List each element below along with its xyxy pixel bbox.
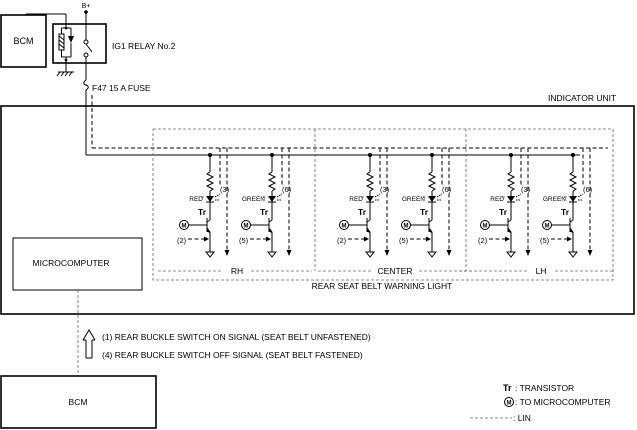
- microcomputer-label: MICROCOMPUTER: [33, 258, 110, 268]
- transistor-label: Tr: [420, 207, 429, 217]
- led-light-icon: [214, 193, 221, 198]
- led-symbol: [507, 196, 515, 202]
- signal-off-label: (4) REAR BUCKLE SWITCH OFF SIGNAL (SEAT …: [102, 350, 363, 360]
- resistor-symbol: [267, 171, 277, 192]
- legend-tr-text: : TRANSISTOR: [515, 383, 574, 393]
- signal-on-label: (1) REAR BUCKLE SWITCH ON SIGNAL (SEAT B…: [102, 332, 371, 342]
- warning-light-outline: [152, 128, 614, 281]
- led-symbol: [366, 196, 374, 202]
- microcomputer-icon-label: M: [244, 224, 249, 230]
- led-color-label: RED: [349, 196, 363, 203]
- ground-icon: [364, 251, 376, 258]
- warning-light-label: REAR SEAT BELT WARNING LIGHT: [312, 281, 453, 291]
- output-signal-label: (3): [220, 185, 230, 194]
- output-signal-label: (6): [583, 185, 593, 194]
- microcomputer-icon-label: M: [342, 224, 347, 230]
- microcomputer-icon-label: M: [182, 224, 187, 230]
- circuit-sections: RED TrM (2) (3) GREEN TrM (5) (6) RH RED TrM (2) (3)…: [158, 148, 613, 276]
- microcomputer-icon-label: M: [545, 224, 550, 230]
- output-signal-label: (3): [380, 185, 390, 194]
- transistor-label: Tr: [561, 207, 570, 217]
- led-color-label: RED: [189, 196, 203, 203]
- input-signal-label: (5): [540, 236, 550, 245]
- led-color-label: GREEN: [402, 196, 425, 203]
- legend-m-symbol: M: [507, 401, 512, 407]
- microcomputer-icon: [401, 220, 411, 230]
- ground-icon: [204, 251, 216, 258]
- output-signal-label: (3): [521, 185, 531, 194]
- bcm-top-box: [0, 14, 47, 68]
- indicator-unit-box: [0, 105, 635, 315]
- output-signal-label: (6): [442, 185, 452, 194]
- relay-box: [52, 23, 107, 64]
- legend-tr-symbol: Tr: [503, 383, 512, 393]
- microcomputer-icon-label: M: [483, 224, 488, 230]
- transistor-label: Tr: [358, 207, 367, 217]
- microcomputer-box: [12, 237, 143, 291]
- ground-symbol: [56, 71, 74, 77]
- legend-m-text: : TO MICROCOMPUTER: [515, 397, 611, 407]
- led-symbol: [206, 196, 214, 202]
- ground-icon: [567, 251, 579, 258]
- legend-m-icon: [504, 397, 514, 407]
- signal-arrow: [82, 329, 96, 359]
- fuse-symbol: [83, 66, 89, 91]
- input-signal-label: (2): [478, 236, 488, 245]
- resistor-symbol: [568, 171, 578, 192]
- resistor-symbol: [365, 171, 375, 192]
- ground-icon: [426, 251, 438, 258]
- section-label-center: CENTER: [378, 266, 413, 276]
- bcm-bottom-box: [0, 375, 157, 429]
- microcomputer-icon: [339, 220, 349, 230]
- led-color-label: GREEN: [543, 196, 566, 203]
- led-color-label: RED: [490, 196, 504, 203]
- led-symbol: [268, 196, 276, 202]
- microcomputer-icon: [179, 220, 189, 230]
- relay-switch: [83, 39, 93, 66]
- resistor-symbol: [205, 171, 215, 192]
- ground-icon: [505, 251, 517, 258]
- microcomputer-icon-label: M: [404, 224, 409, 230]
- led-light-icon: [436, 193, 443, 198]
- section-label-lh: LH: [536, 266, 547, 276]
- input-signal-label: (5): [399, 236, 409, 245]
- bcm-top-label: BCM: [14, 36, 34, 46]
- indicator-unit-label: INDICATOR UNIT: [548, 93, 616, 103]
- relay-coil: [25, 13, 74, 72]
- resistor-symbol: [427, 171, 437, 192]
- section-rh: RED TrM (2) (3) GREEN TrM (5) (6) RH: [158, 148, 312, 276]
- transistor-label: Tr: [198, 207, 207, 217]
- transistor-label: Tr: [499, 207, 508, 217]
- led-light-icon: [276, 193, 283, 198]
- output-signal-label: (6): [282, 185, 292, 194]
- led-symbol: [569, 196, 577, 202]
- microcomputer-icon: [241, 220, 251, 230]
- relay-label: IG1 RELAY No.2: [112, 41, 176, 51]
- led-symbol: [428, 196, 436, 202]
- section-label-rh: RH: [231, 266, 243, 276]
- resistor-symbol: [506, 171, 516, 192]
- input-signal-label: (2): [337, 236, 347, 245]
- microcomputer-icon: [480, 220, 490, 230]
- section-lh: RED TrM (2) (3) GREEN TrM (5) (6) LH: [459, 148, 613, 276]
- section-center: RED TrM (2) (3) GREEN TrM (5) (6) CENTER: [318, 148, 472, 276]
- bcm-bottom-label: BCM: [69, 397, 88, 407]
- input-signal-label: (5): [239, 236, 249, 245]
- led-light-icon: [577, 193, 584, 198]
- transistor-label: Tr: [260, 207, 269, 217]
- bplus-label: B+: [82, 3, 91, 10]
- fuse-label: F47 15 A FUSE: [92, 83, 151, 93]
- legend-lin-text: : LIN: [513, 413, 531, 423]
- input-signal-label: (2): [177, 236, 187, 245]
- led-light-icon: [374, 193, 381, 198]
- led-light-icon: [515, 193, 522, 198]
- ground-icon: [266, 251, 278, 258]
- microcomputer-icon: [542, 220, 552, 230]
- led-color-label: GREEN: [242, 196, 265, 203]
